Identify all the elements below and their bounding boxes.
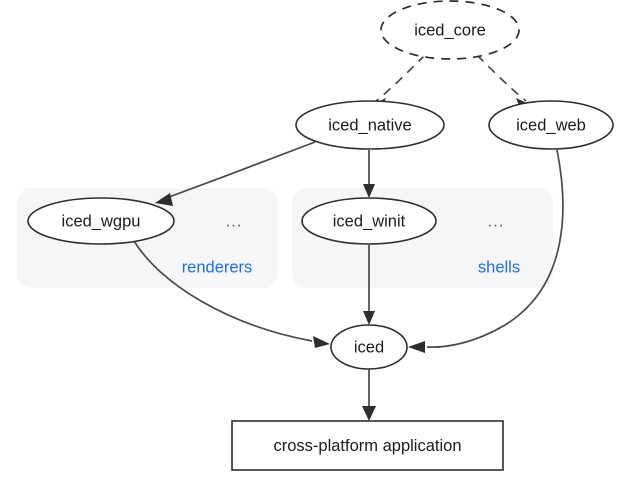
edge-web-to-iced-arrowhead [408, 341, 425, 353]
node-iced-web-ellipse[interactable] [488, 100, 614, 150]
node-iced-winit-label: iced_winit [333, 212, 406, 230]
edge-core-to-native-line [375, 54, 426, 102]
node-iced-label: iced [354, 338, 384, 356]
node-iced-ellipse[interactable] [330, 324, 408, 370]
node-cross-platform-application[interactable]: cross-platform application [231, 420, 504, 471]
edge-native-to-wgpu-arrowhead [155, 193, 173, 206]
node-cross-platform-application-label: cross-platform application [274, 437, 462, 455]
shells-more-ellipsis: ... [488, 212, 505, 230]
node-iced-core-ellipse[interactable] [380, 0, 520, 60]
edge-iced-to-app [362, 369, 376, 421]
edge-core-to-web-line [476, 54, 527, 102]
node-iced[interactable]: iced [330, 324, 408, 370]
node-iced-wgpu-label: iced_wgpu [62, 212, 141, 230]
edge-winit-to-iced-arrowhead [363, 311, 375, 325]
node-iced-web-label: iced_web [516, 116, 586, 134]
edge-native-to-winit [363, 150, 375, 198]
cluster-renderers-label: renderers [182, 258, 253, 276]
edge-wgpu-to-iced-line [133, 240, 313, 342]
edge-wgpu-to-iced [133, 240, 330, 348]
node-iced-core[interactable]: iced_core [380, 0, 520, 60]
renderers-more-ellipsis: ... [226, 212, 243, 230]
cluster-shells-label: shells [478, 258, 520, 276]
edge-native-to-wgpu [155, 141, 316, 206]
edge-core-to-web [476, 54, 531, 110]
node-iced-web[interactable]: iced_web [488, 100, 614, 150]
node-iced-native-ellipse[interactable] [295, 100, 445, 150]
node-iced-winit-ellipse[interactable] [301, 197, 437, 245]
edge-wgpu-to-iced-arrowhead [313, 336, 330, 348]
node-iced-wgpu[interactable]: iced_wgpu [27, 197, 175, 245]
edge-web-to-iced-line [426, 149, 564, 348]
node-iced-native-label: iced_native [328, 116, 411, 134]
edge-web-to-iced [408, 149, 564, 353]
edge-iced-to-app-arrowhead [362, 406, 376, 421]
node-iced-core-label: iced_core [414, 21, 486, 39]
node-iced-native[interactable]: iced_native [295, 100, 445, 150]
edge-native-to-winit-arrowhead [363, 184, 375, 198]
edge-winit-to-iced [363, 245, 375, 325]
node-iced-wgpu-ellipse[interactable] [27, 197, 175, 245]
node-cross-platform-application-rect[interactable] [231, 420, 504, 471]
edge-native-to-wgpu-line [160, 141, 316, 201]
node-iced-winit[interactable]: iced_winit [301, 197, 437, 245]
